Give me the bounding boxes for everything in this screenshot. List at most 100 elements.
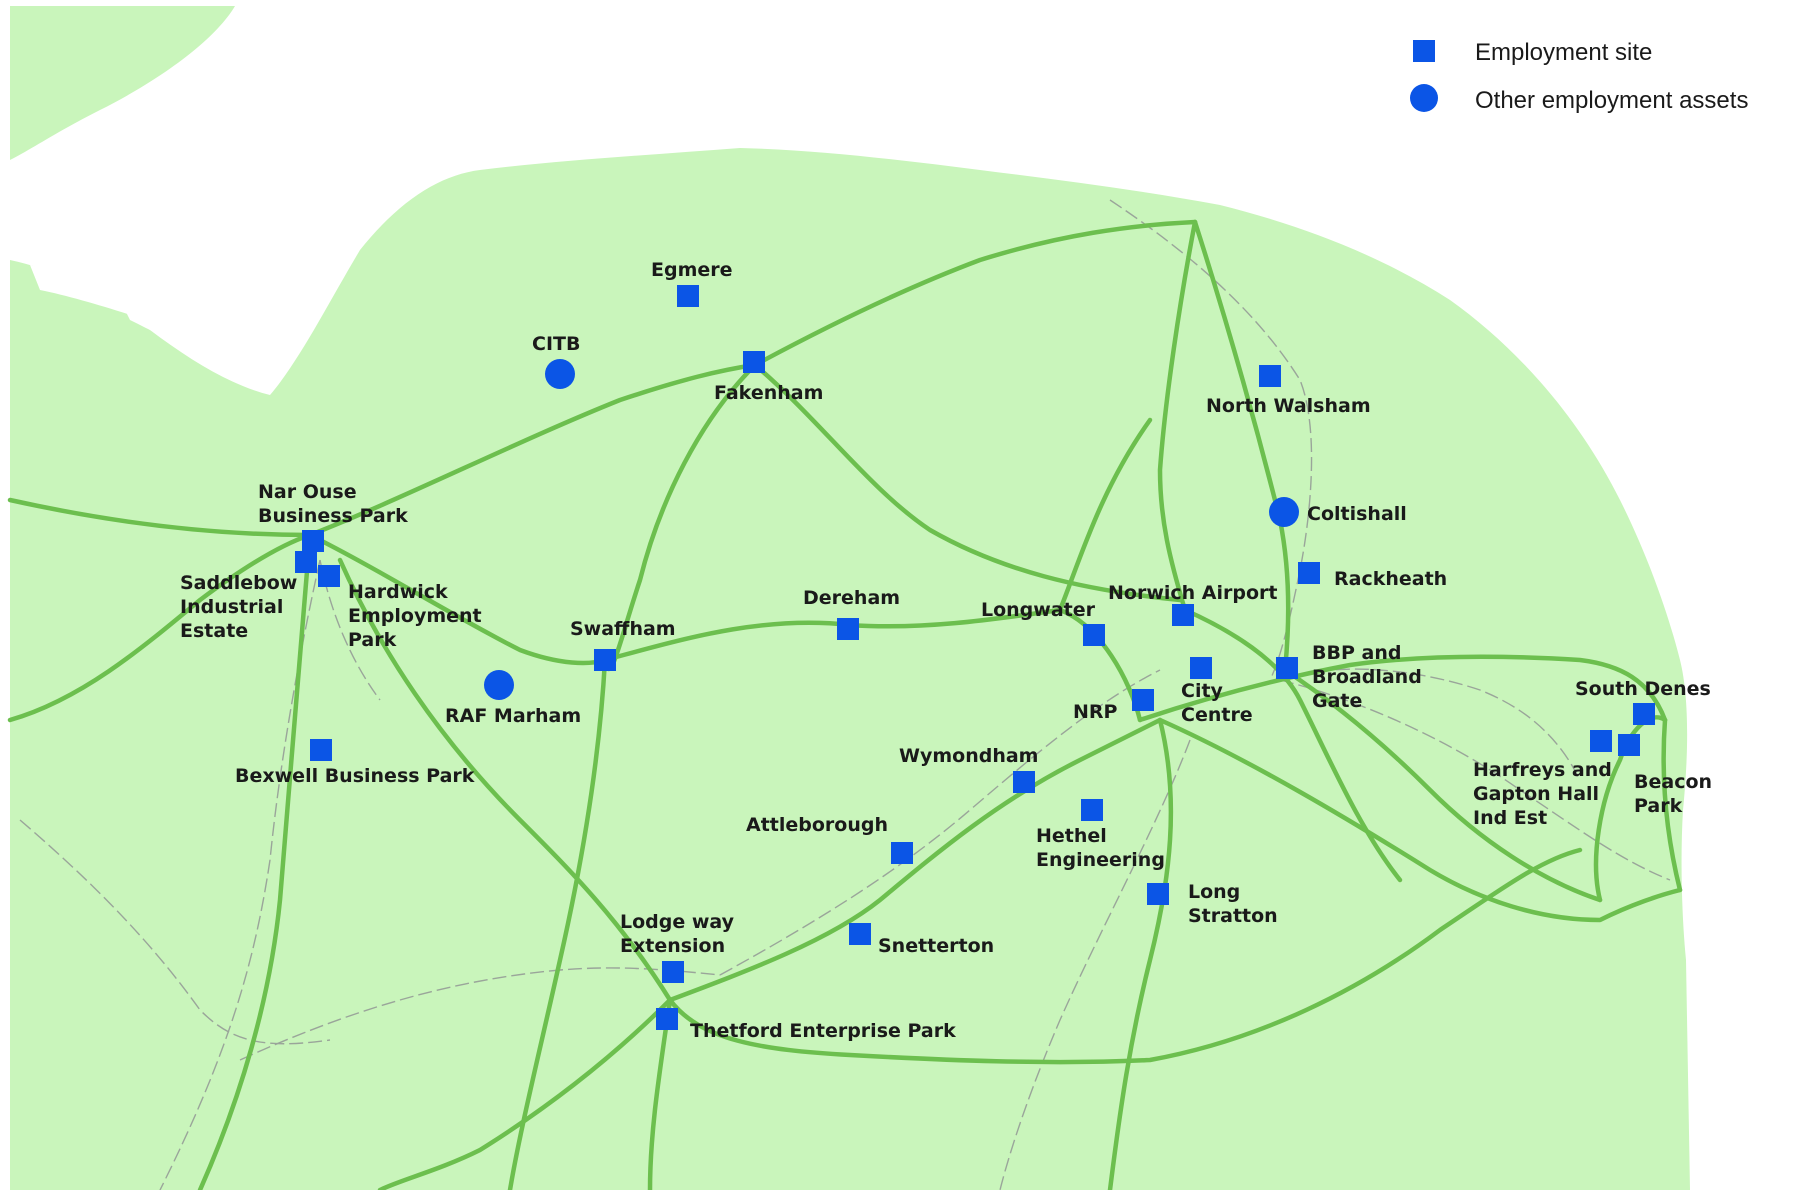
site-label-rackheath: Rackheath	[1334, 568, 1447, 590]
site-label-line: Gapton Hall	[1473, 783, 1599, 805]
site-label-line: Coltishall	[1307, 503, 1407, 525]
legend-other-assets: Other employment assets	[1475, 87, 1748, 114]
site-marker-nrp[interactable]	[1132, 689, 1154, 711]
site-marker-beacon-park[interactable]	[1618, 734, 1640, 756]
site-marker-norwich-airport[interactable]	[1172, 604, 1194, 626]
site-label-line: Saddlebow	[180, 572, 297, 594]
site-label-line: Centre	[1181, 704, 1253, 726]
site-label-line: Snetterton	[878, 935, 994, 957]
site-label-bexwell: Bexwell Business Park	[235, 765, 475, 787]
site-marker-lodge-way[interactable]	[662, 961, 684, 983]
site-label-line: City	[1181, 680, 1224, 702]
site-marker-hardwick[interactable]	[318, 565, 340, 587]
site-label-dereham: Dereham	[803, 587, 900, 609]
estuary-streak	[120, 300, 255, 380]
site-label-line: CITB	[532, 333, 580, 355]
site-marker-snetterton[interactable]	[849, 923, 871, 945]
site-marker-city-centre[interactable]	[1190, 657, 1212, 679]
site-label-south-denes: South Denes	[1575, 678, 1711, 700]
site-label-attleborough: Attleborough	[746, 814, 888, 836]
legend-employment-site: Employment site	[1475, 39, 1652, 66]
site-label-line: North Walsham	[1206, 395, 1371, 417]
site-label-line: Stratton	[1188, 905, 1278, 927]
site-label-line: Bexwell Business Park	[235, 765, 475, 787]
site-label-raf-marham: RAF Marham	[445, 705, 581, 727]
site-label-line: NRP	[1073, 701, 1118, 723]
site-label-line: Business Park	[258, 505, 408, 527]
site-label-line: Beacon	[1634, 771, 1712, 793]
site-marker-attleborough[interactable]	[891, 842, 913, 864]
site-marker-thetford[interactable]	[656, 1008, 678, 1030]
site-label-line: BBP and	[1312, 642, 1401, 664]
site-marker-north-walsham[interactable]	[1259, 365, 1281, 387]
site-label-line: Longwater	[981, 599, 1096, 621]
site-label-line: Thetford Enterprise Park	[690, 1020, 956, 1042]
site-marker-hethel[interactable]	[1081, 799, 1103, 821]
site-marker-swaffham[interactable]	[594, 649, 616, 671]
estuary-streak	[60, 235, 225, 300]
site-marker-south-denes[interactable]	[1633, 703, 1655, 725]
site-label-line: Hardwick	[348, 581, 448, 603]
site-label-line: Park	[1634, 795, 1683, 817]
site-marker-saddlebow[interactable]	[295, 551, 317, 573]
site-label-line: Employment	[348, 605, 482, 627]
site-label-thetford: Thetford Enterprise Park	[690, 1020, 956, 1042]
markers-layer	[295, 285, 1655, 1030]
legend-square-swatch	[1413, 40, 1435, 62]
asset-marker-coltishall[interactable]	[1269, 497, 1299, 527]
site-label-line: Ind Est	[1473, 807, 1547, 829]
site-marker-dereham[interactable]	[837, 618, 859, 640]
site-marker-rackheath[interactable]	[1298, 562, 1320, 584]
site-label-line: Norwich Airport	[1108, 582, 1278, 604]
site-marker-harfreys[interactable]	[1590, 730, 1612, 752]
site-label-snetterton: Snetterton	[878, 935, 994, 957]
site-label-line: Nar Ouse	[258, 481, 357, 503]
site-label-line: Fakenham	[714, 382, 823, 404]
site-label-line: Broadland	[1312, 666, 1422, 688]
site-label-north-walsham: North Walsham	[1206, 395, 1371, 417]
site-label-line: South Denes	[1575, 678, 1711, 700]
site-label-wymondham: Wymondham	[899, 745, 1038, 767]
site-label-norwich-airport: Norwich Airport	[1108, 582, 1278, 604]
site-label-line: Lodge way	[620, 911, 735, 933]
asset-marker-raf-marham[interactable]	[484, 670, 514, 700]
rail-network	[19, 199, 1671, 1190]
site-marker-bexwell[interactable]	[310, 739, 332, 761]
legend: Employment site Other employment assets	[1410, 39, 1748, 114]
site-marker-fakenham[interactable]	[743, 351, 765, 373]
land	[10, 6, 1690, 1190]
site-label-longwater: Longwater	[981, 599, 1096, 621]
site-label-nrp: NRP	[1073, 701, 1118, 723]
site-label-line: RAF Marham	[445, 705, 581, 727]
site-label-fakenham: Fakenham	[714, 382, 823, 404]
site-label-swaffham: Swaffham	[570, 618, 676, 640]
site-marker-egmere[interactable]	[677, 285, 699, 307]
site-marker-long-stratton[interactable]	[1147, 883, 1169, 905]
site-label-line: Industrial	[180, 596, 283, 618]
site-marker-longwater[interactable]	[1083, 624, 1105, 646]
site-label-line: Hethel	[1036, 825, 1107, 847]
site-label-line: Engineering	[1036, 849, 1165, 871]
site-label-coltishall: Coltishall	[1307, 503, 1407, 525]
site-label-line: Estate	[180, 620, 248, 642]
site-label-line: Wymondham	[899, 745, 1038, 767]
site-label-line: Swaffham	[570, 618, 676, 640]
site-marker-wymondham[interactable]	[1013, 771, 1035, 793]
site-label-line: Dereham	[803, 587, 900, 609]
site-marker-nar-ouse[interactable]	[302, 530, 324, 552]
asset-marker-citb[interactable]	[545, 359, 575, 389]
site-label-line: Gate	[1312, 690, 1362, 712]
site-marker-bbp[interactable]	[1276, 657, 1298, 679]
site-label-egmere: Egmere	[651, 259, 733, 281]
